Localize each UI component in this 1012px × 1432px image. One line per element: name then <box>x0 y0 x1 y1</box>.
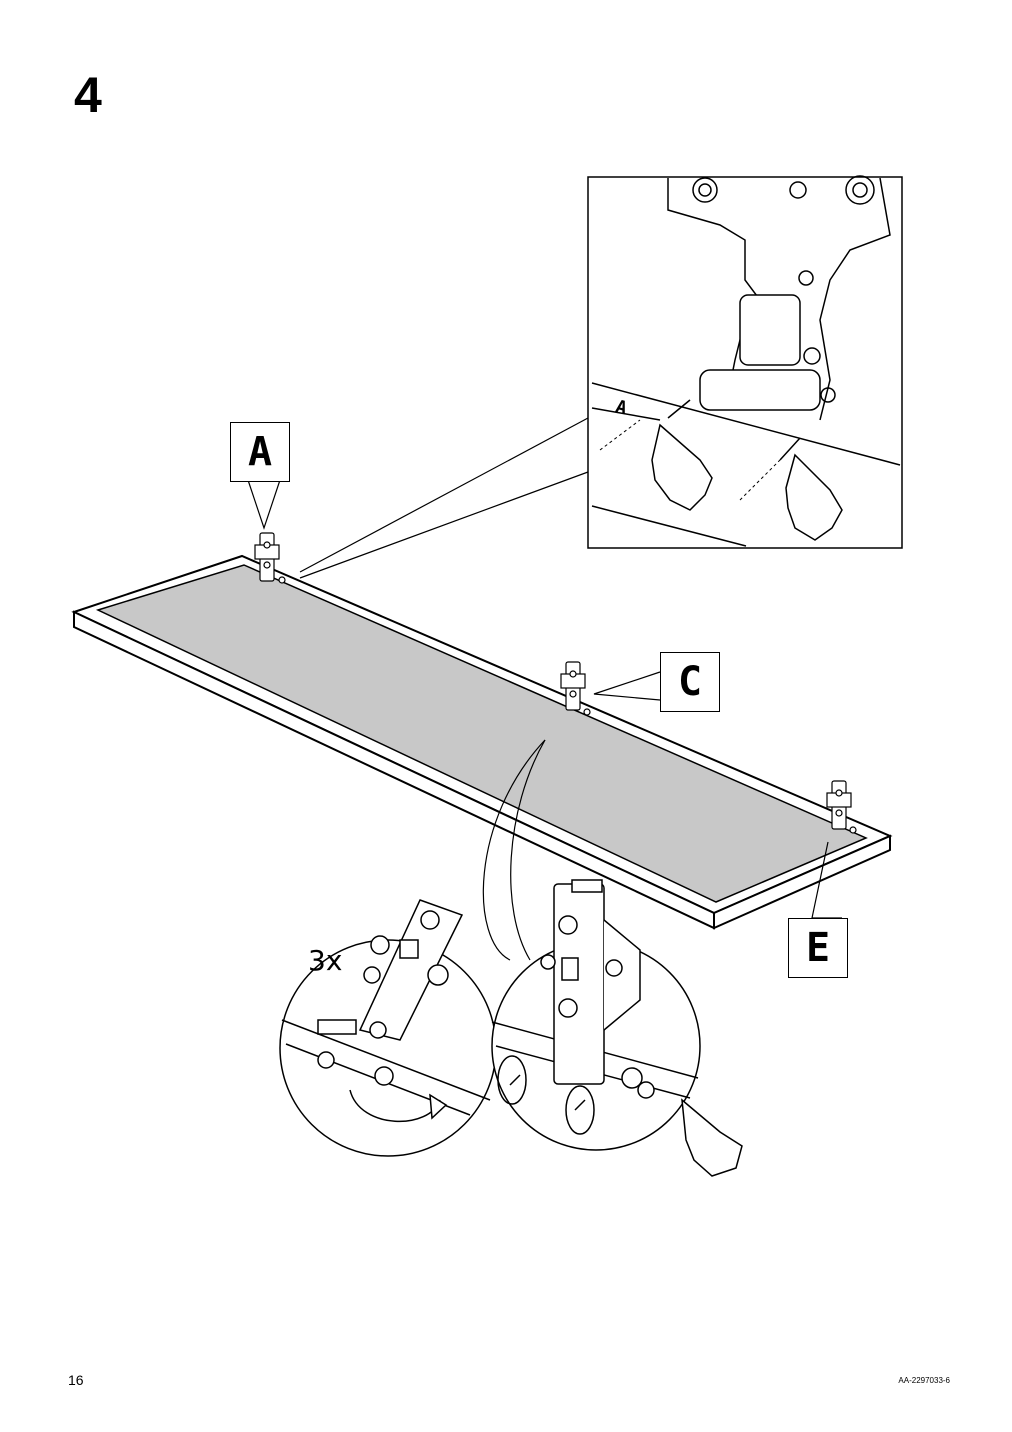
quantity-label: 3x <box>308 944 343 977</box>
label-c: C <box>660 652 720 712</box>
detail-circle-1 <box>279 899 497 1157</box>
detail-circle-2 <box>491 879 743 1177</box>
page-number: 16 <box>68 1372 84 1388</box>
hinge-e <box>826 780 857 834</box>
label-a: A <box>230 422 290 482</box>
hinge-c <box>560 661 591 716</box>
detail-callout-curves <box>482 739 546 961</box>
doc-code: AA-2297033-6 <box>898 1376 950 1385</box>
label-e: E <box>788 918 848 978</box>
hinge-a <box>254 532 286 584</box>
pressing-hand <box>681 1098 743 1177</box>
shelf-panel <box>71 554 893 930</box>
step-number: 4 <box>74 67 102 123</box>
inset-callout-lines <box>299 417 589 579</box>
inset-detail: A <box>587 175 903 549</box>
